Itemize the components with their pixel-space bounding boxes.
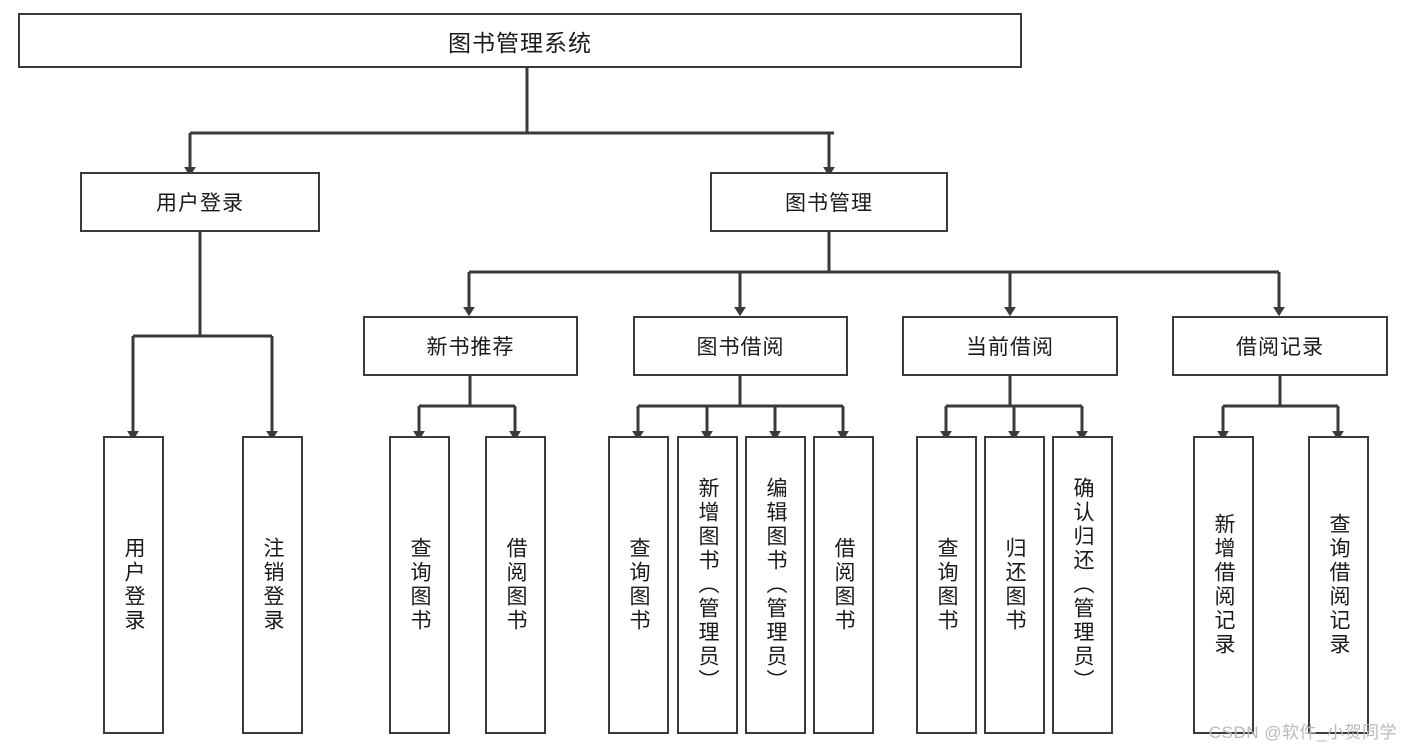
leaf-label: 查询图书: [408, 537, 431, 633]
node-user-login[interactable]: 用户登录: [80, 172, 320, 232]
leaf-new-book-2[interactable]: 借阅图书: [485, 436, 546, 734]
leaf-book-borrow-2[interactable]: 新增图书（管理员）: [677, 436, 738, 734]
leaf-label: 查询图书: [627, 537, 650, 633]
node-user-login-label: 用户登录: [156, 192, 244, 215]
leaf-current-borrow-2[interactable]: 归还图书: [984, 436, 1045, 734]
leaf-book-borrow-4[interactable]: 借阅图书: [813, 436, 874, 734]
leaf-label: 确认归还（管理员）: [1071, 477, 1094, 693]
leaf-user-login-2[interactable]: 注销登录: [242, 436, 303, 734]
leaf-user-login-1[interactable]: 用户登录: [103, 436, 164, 734]
leaf-current-borrow-1[interactable]: 查询图书: [916, 436, 977, 734]
leaf-label: 归还图书: [1003, 537, 1026, 633]
leaf-new-book-1[interactable]: 查询图书: [389, 436, 450, 734]
node-current-borrow-label: 当前借阅: [966, 336, 1054, 359]
node-book-borrow-label: 图书借阅: [696, 336, 785, 359]
leaf-label: 借阅图书: [832, 537, 855, 633]
leaf-label: 注销登录: [261, 537, 284, 633]
node-borrow-record[interactable]: 借阅记录: [1172, 316, 1388, 376]
leaf-borrow-record-2[interactable]: 查询借阅记录: [1308, 436, 1369, 734]
csdn-watermark: CSDN @软件_小贺同学: [1208, 723, 1397, 742]
leaf-current-borrow-3[interactable]: 确认归还（管理员）: [1052, 436, 1113, 734]
node-book-manage[interactable]: 图书管理: [710, 172, 948, 232]
node-current-borrow[interactable]: 当前借阅: [902, 316, 1118, 376]
leaf-label: 新增借阅记录: [1212, 513, 1235, 657]
node-book-borrow[interactable]: 图书借阅: [633, 316, 848, 376]
leaf-label: 新增图书（管理员）: [696, 477, 719, 693]
leaf-book-borrow-1[interactable]: 查询图书: [608, 436, 669, 734]
node-root-label: 图书管理系统: [448, 29, 592, 56]
leaf-borrow-record-1[interactable]: 新增借阅记录: [1193, 436, 1254, 734]
leaf-book-borrow-3[interactable]: 编辑图书（管理员）: [745, 436, 806, 734]
leaf-label: 借阅图书: [504, 537, 527, 633]
leaf-label: 编辑图书（管理员）: [764, 477, 787, 693]
node-new-book-recommend[interactable]: 新书推荐: [363, 316, 578, 376]
node-root[interactable]: 图书管理系统: [18, 13, 1022, 68]
leaf-label: 查询借阅记录: [1327, 513, 1350, 657]
leaf-label: 查询图书: [935, 537, 958, 633]
node-book-manage-label: 图书管理: [785, 192, 873, 215]
node-borrow-record-label: 借阅记录: [1236, 336, 1324, 359]
node-new-book-recommend-label: 新书推荐: [426, 336, 515, 359]
leaf-label: 用户登录: [122, 537, 145, 633]
